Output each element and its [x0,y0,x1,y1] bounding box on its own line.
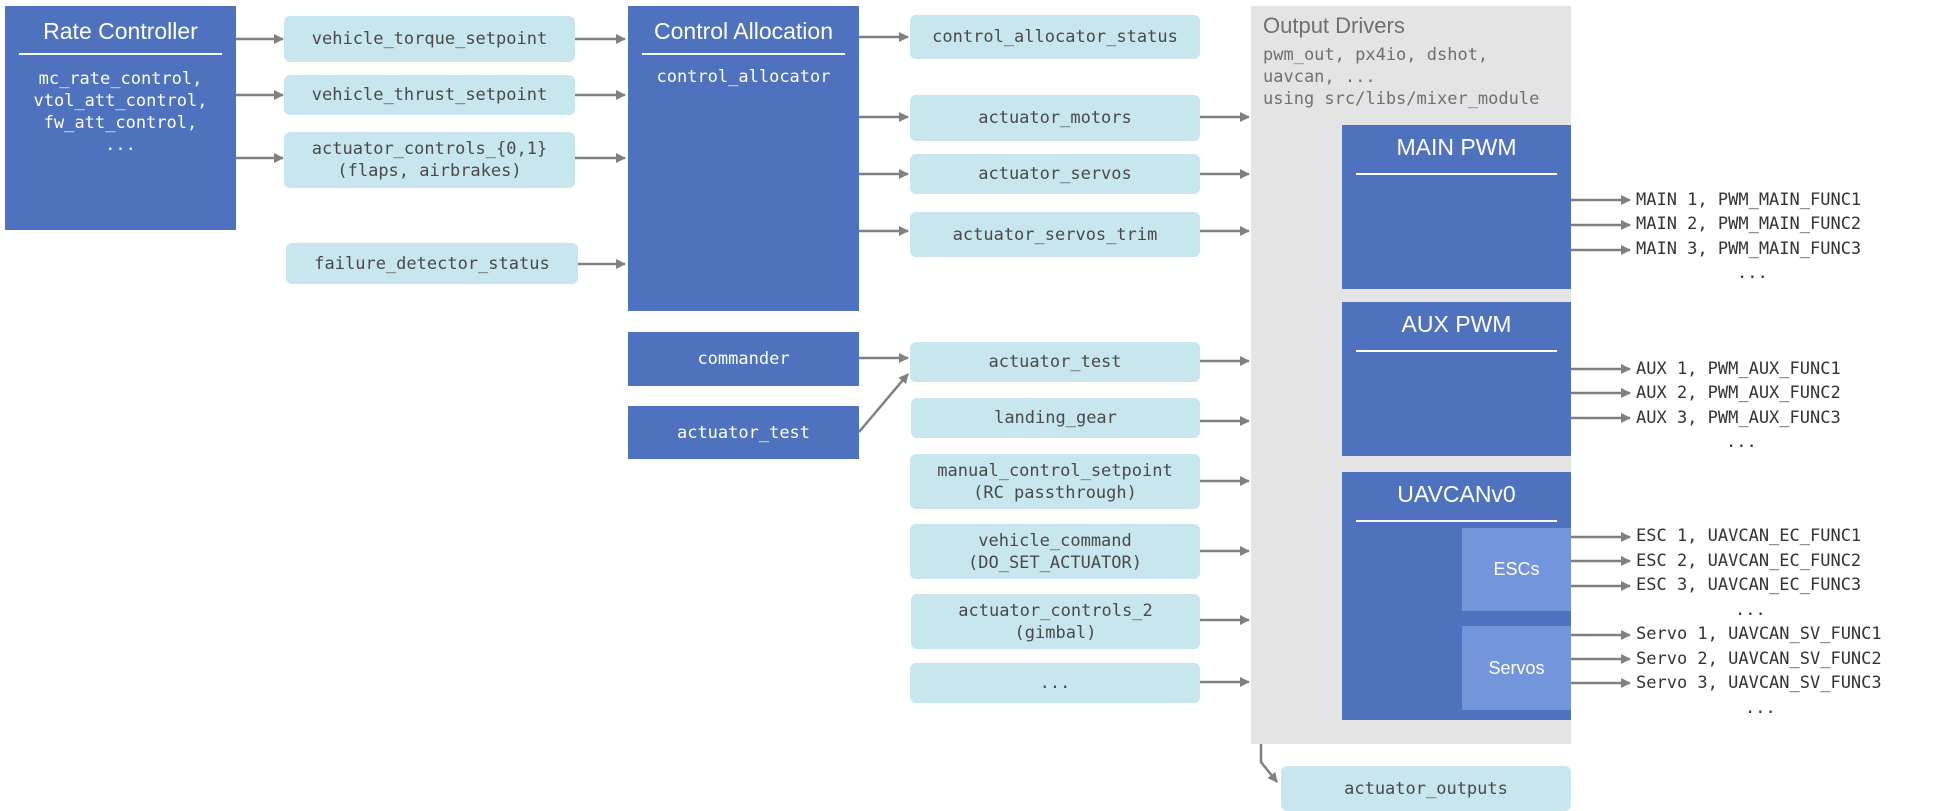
rate-controller-title: Rate Controller [43,18,198,44]
control-allocation-title: Control Allocation [654,18,833,44]
topic-actuator-test: actuator_test [910,342,1200,382]
servo-output-3: Servo 3, UAVCAN_SV_FUNC3 [1636,673,1882,693]
topic-actuator-servos-trim: actuator_servos_trim [910,212,1200,257]
rate-controller-block: Rate Controller mc_rate_control, vtol_at… [5,6,236,230]
uavcan-servos-box: Servos [1462,626,1571,710]
topic-actuator-controls-01: actuator_controls_{0,1} (flaps, airbrake… [284,132,575,188]
main-pwm-title: MAIN PWM [1396,134,1517,160]
output-drivers-description: pwm_out, px4io, dshot, uavcan, ... using… [1263,45,1540,109]
control-allocation-block: Control Allocation control_allocator [628,6,859,311]
topic-more: ... [910,663,1200,703]
topic-landing-gear: landing_gear [911,398,1200,438]
topic-actuator-motors: actuator_motors [910,95,1200,141]
topic-actuator-outputs: actuator_outputs [1281,766,1571,811]
uavcan-escs-box: ESCs [1462,528,1571,611]
aux-pwm-block: AUX PWM [1342,302,1571,456]
servo-output-more: ... [1745,698,1776,718]
esc-output-2: ESC 2, UAVCAN_EC_FUNC2 [1636,551,1862,571]
aux-output-3: AUX 3, PWM_AUX_FUNC3 [1636,408,1841,428]
main-output-3: MAIN 3, PWM_MAIN_FUNC3 [1636,239,1862,259]
aux-pwm-title: AUX PWM [1401,311,1512,337]
aux-pwm-divider [1356,350,1557,352]
main-pwm-block: MAIN PWM [1342,125,1571,289]
esc-output-more: ... [1735,600,1766,620]
topic-vehicle-command: vehicle_command (DO_SET_ACTUATOR) [910,524,1200,579]
esc-output-1: ESC 1, UAVCAN_EC_FUNC1 [1636,526,1862,546]
topic-failure-detector-status: failure_detector_status [286,243,578,284]
main-output-1: MAIN 1, PWM_MAIN_FUNC1 [1636,190,1862,210]
rate-controller-modules: mc_rate_control, vtol_att_control, fw_at… [33,69,208,155]
output-drivers-title: Output Drivers [1263,13,1405,38]
uavcan-title: UAVCANv0 [1397,481,1516,507]
main-pwm-divider [1356,173,1557,175]
main-output-2: MAIN 2, PWM_MAIN_FUNC2 [1636,214,1862,234]
arrow-od-outputs [1259,744,1278,783]
control-allocation-divider [642,53,845,55]
aux-output-more: ... [1726,432,1757,452]
topic-actuator-controls-2: actuator_controls_2 (gimbal) [911,594,1200,649]
control-allocation-module: control_allocator [656,67,831,87]
topic-vehicle-torque-setpoint: vehicle_torque_setpoint [284,16,575,62]
topic-control-allocator-status: control_allocator_status [910,15,1200,59]
esc-output-3: ESC 3, UAVCAN_EC_FUNC3 [1636,575,1862,595]
commander-block: commander [628,332,859,386]
topic-vehicle-thrust-setpoint: vehicle_thrust_setpoint [284,75,575,115]
aux-output-1: AUX 1, PWM_AUX_FUNC1 [1636,359,1841,379]
topic-manual-control-setpoint: manual_control_setpoint (RC passthrough) [910,454,1200,509]
aux-output-2: AUX 2, PWM_AUX_FUNC2 [1636,383,1841,403]
servo-output-2: Servo 2, UAVCAN_SV_FUNC2 [1636,649,1882,669]
servo-output-1: Servo 1, UAVCAN_SV_FUNC1 [1636,624,1882,644]
rate-controller-divider [19,53,222,55]
uavcan-divider [1356,520,1557,522]
main-output-more: ... [1737,263,1768,283]
arrow-testmod-test [858,373,909,433]
topic-actuator-servos: actuator_servos [910,154,1200,194]
actuator-test-module-block: actuator_test [628,406,859,459]
